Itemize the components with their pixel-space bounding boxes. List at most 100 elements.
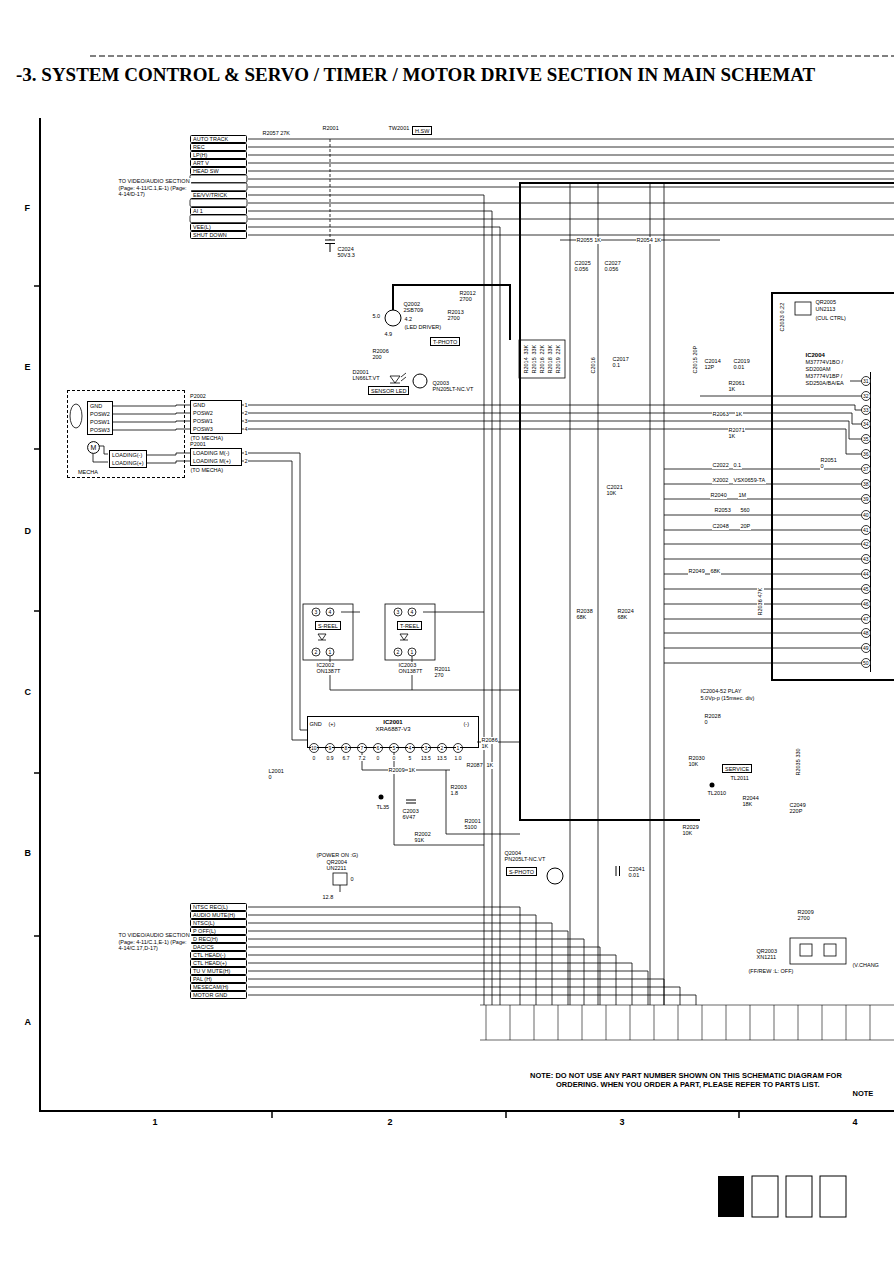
part-label: R2054 1K <box>636 237 661 244</box>
part-label: R2055 1K <box>576 237 601 244</box>
pin-circle <box>862 644 871 653</box>
grid-reference: 1 <box>152 1117 158 1128</box>
pin-number: 2 <box>244 458 248 465</box>
pin-number: 4 <box>328 609 332 615</box>
part-label: 560 <box>740 507 750 514</box>
part-label: 0.1 <box>612 362 621 369</box>
part-label: C2015 <box>692 357 699 374</box>
part-label: SD200AM <box>805 366 831 373</box>
label-box: SENSOR LED <box>368 386 409 395</box>
connector-block: GNDPOSW2POSW1POSW3 <box>87 401 113 435</box>
part-label: 2SB709 <box>403 307 424 314</box>
signal-wire <box>242 421 862 439</box>
signal-tag: HEAD SW <box>190 167 247 175</box>
signal-wire <box>340 885 341 892</box>
part-label: R2049 <box>688 568 705 575</box>
pin-circle <box>862 420 871 429</box>
pin-number: 2 <box>314 649 318 655</box>
node-text: CTL HEAD(-) <box>193 952 244 958</box>
pin-circle <box>862 435 871 444</box>
part-label: 6V47 <box>402 814 416 821</box>
pin-number: 1 <box>410 649 414 655</box>
part-label: IC2004-52 PLAY <box>700 688 742 695</box>
node-text: S-PHOTO <box>509 869 534 875</box>
grid-reference: A <box>24 1017 32 1028</box>
pin-circle <box>326 648 334 656</box>
part-label: 1K <box>735 411 743 418</box>
node-text: POSW1 <box>90 418 110 426</box>
node-text: AUDIO MUTE(H) <box>193 912 244 918</box>
voltage-value: 6.7 <box>342 755 350 761</box>
part-label: 2700 <box>459 296 472 303</box>
capacitor-symbol <box>406 800 416 803</box>
node-text: NTSC(L) <box>193 920 244 926</box>
node-text: POSW2 <box>90 410 110 418</box>
connector-pins: LOADING M(-)LOADING M(+) <box>190 448 242 466</box>
pin-circle <box>862 480 871 489</box>
part-label: 22K <box>539 344 546 355</box>
node-text: POSW3 <box>90 426 110 434</box>
part-label: 1.8 <box>450 790 459 797</box>
part-label: 50V3.3 <box>337 252 355 259</box>
voltage-value: 0 <box>392 755 396 761</box>
signal-tag: AUDIO MUTE(H) <box>190 911 247 919</box>
part-label: UN2211 <box>326 865 347 872</box>
signal-tag: D REC(H) <box>190 935 247 943</box>
part-label: 91K <box>414 837 425 844</box>
wire-bundle <box>480 1005 894 1040</box>
pin-circle <box>862 465 871 474</box>
pin-circle <box>862 526 871 535</box>
motor-outline <box>88 442 100 454</box>
voltage-value: 0.9 <box>326 755 334 761</box>
pin-number: 37 <box>863 466 870 472</box>
signal-wire <box>242 429 862 454</box>
signal-tag: MESECAM(H) <box>190 983 247 991</box>
part-label: TL2011 <box>730 775 749 782</box>
voltage-value: 5 <box>408 755 412 761</box>
voltage-value: 1.0 <box>454 755 462 761</box>
transistor-symbol <box>413 374 427 388</box>
signal-wire <box>242 461 307 740</box>
grid-reference: B <box>24 848 32 859</box>
pin-number: 10 <box>311 745 318 751</box>
pin-circle <box>862 495 871 504</box>
part-label: 2700 <box>447 315 460 322</box>
signal-tag: NTSC REC(L) <box>190 903 247 911</box>
photo-interrupter <box>303 604 353 660</box>
pin-number: 39 <box>863 496 870 502</box>
pin-number: 2 <box>396 649 400 655</box>
part-label: 47K <box>757 587 764 598</box>
node-text: M <box>91 444 97 451</box>
part-label: X2002 <box>712 477 729 484</box>
part-label: 4.9 <box>384 331 393 338</box>
pin-circle <box>862 659 871 668</box>
part-label: UN2113 <box>815 306 836 313</box>
signal-wire <box>242 453 307 730</box>
pin-circle <box>312 648 320 656</box>
part-label: (LED DRIVER) <box>404 324 442 331</box>
node-text: P2002 <box>190 393 242 400</box>
part-label: C2048 <box>712 523 729 530</box>
signal-wire <box>242 405 862 410</box>
label-box: SERVICE <box>722 764 752 773</box>
pin-circle <box>862 377 871 668</box>
pin-circle <box>862 585 871 594</box>
part-label: (V.CHANG <box>852 962 879 969</box>
pin-number: 4 <box>244 426 248 433</box>
node-text: T-REEL <box>400 623 419 629</box>
pin-circle <box>312 608 320 616</box>
part-label: 18K <box>742 801 753 808</box>
pin-number: 9 <box>328 745 332 751</box>
pin-number: 1 <box>244 402 248 409</box>
pin-number: 2 <box>440 745 444 751</box>
part-label: M37774V1BP / <box>805 373 843 380</box>
part-label: R2040 <box>710 492 727 499</box>
part-label: TL35 <box>376 804 390 811</box>
signal-wire <box>242 413 862 424</box>
pin-circle <box>358 744 367 753</box>
grid-reference: E <box>24 362 31 373</box>
pin-number: 49 <box>863 645 870 651</box>
node-text: HEAD SW <box>193 168 244 174</box>
pin-number: 43 <box>863 556 870 562</box>
bold-wire <box>393 183 894 820</box>
